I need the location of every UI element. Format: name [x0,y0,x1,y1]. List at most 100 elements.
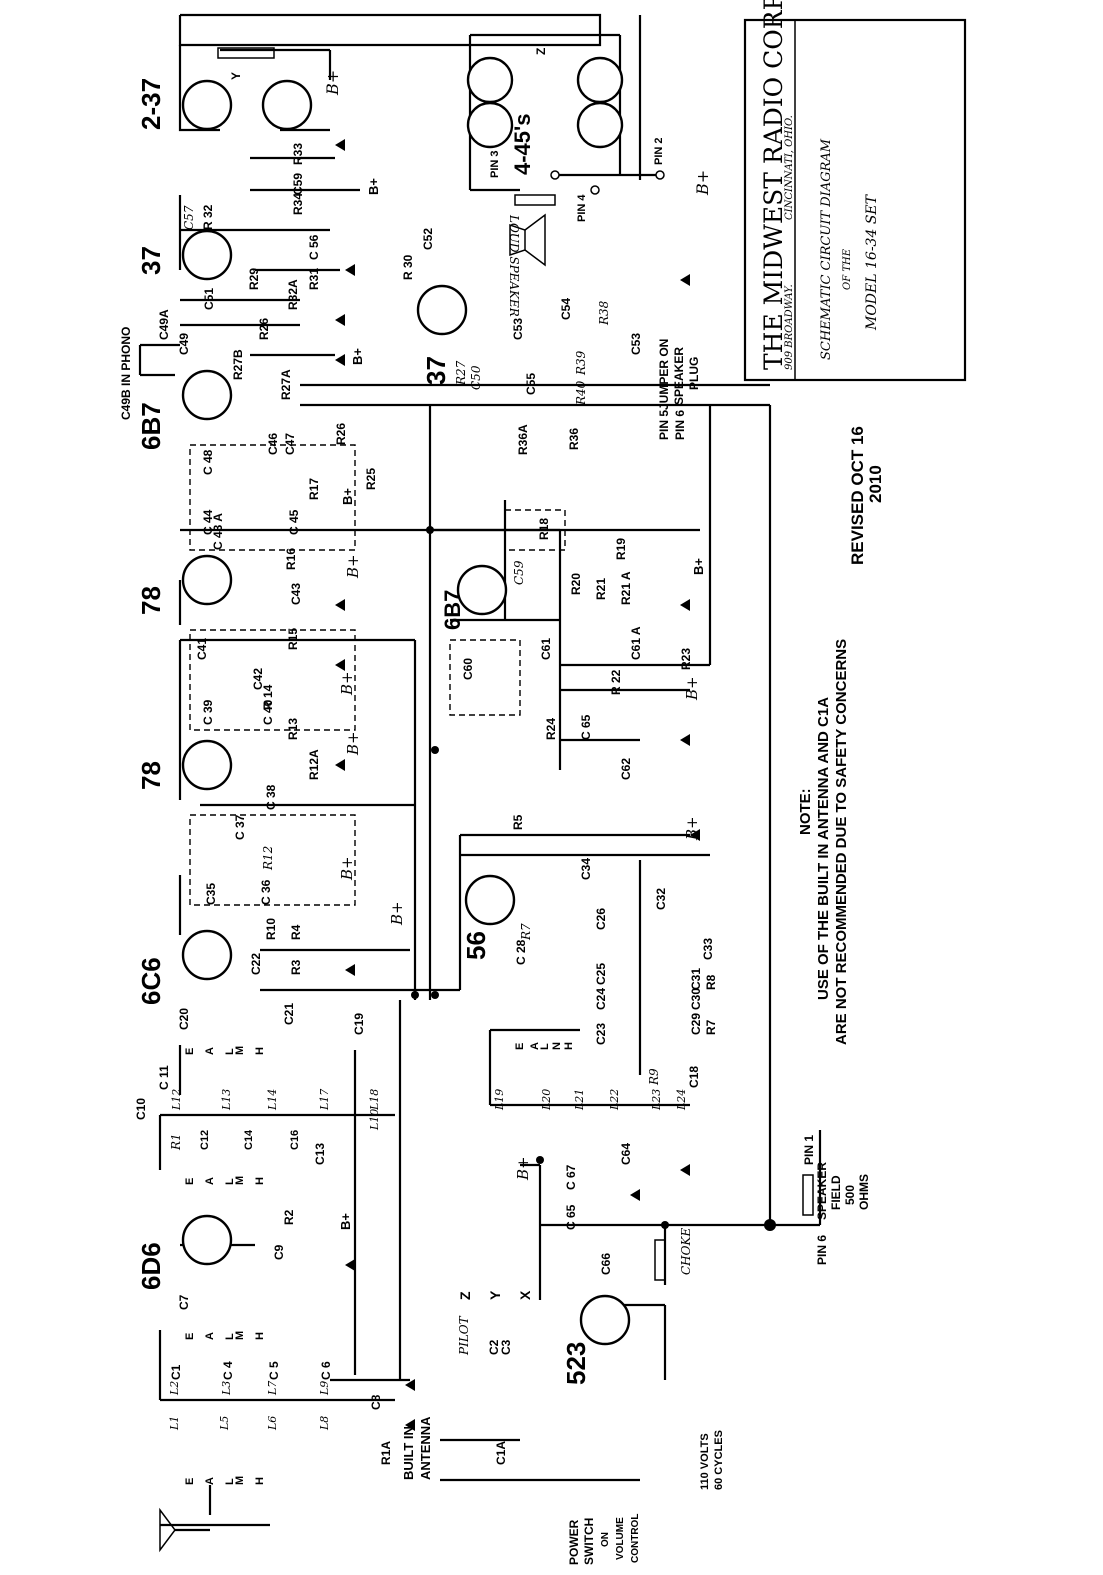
label-56: 56 [461,931,491,960]
label-2-37: 2-37 [136,78,166,130]
label-c59: C59 [291,173,305,195]
b-plus-12: B+ [691,558,706,575]
label-pin-6: PIN 6 [673,410,687,440]
switch-a-3: A [204,1332,216,1340]
output-transformer [217,47,275,59]
tube-45-b [576,56,624,104]
label-power-4: VOLUME [615,1517,626,1560]
misc-labels: C49B IN PHONO BUILT IN ANTENNA POWER SWI… [119,48,871,1565]
wiring [138,13,822,1527]
label-power-1: POWER [567,1519,581,1565]
label-c33: C33 [701,938,715,960]
note-head: NOTE: [797,788,814,835]
label-l5: L5 [218,1416,231,1431]
label-c60: C60 [461,658,475,680]
shield-cans [189,444,566,906]
label-c64: C64 [619,1143,633,1165]
label-c56: C 56 [307,234,321,260]
label-c10: C10 [134,1098,148,1120]
label-r26: R26 [334,423,348,445]
label-c65b: C 65 [564,1204,578,1230]
label-c2: C2 [487,1339,501,1355]
label-c57: C57 [182,205,196,230]
b-plus-7: B+ [338,671,356,696]
label-r36: R36 [567,428,581,450]
label-c61: C61 [539,638,553,660]
label-l1: L1 [168,1416,181,1431]
label-c3: C3 [499,1339,513,1355]
label-r13: R13 [286,718,300,740]
b-plus-11: B+ [338,1213,353,1230]
label-power-3: ON [600,1532,611,1547]
tube-56-oscillator [464,874,516,926]
title-block: THE MIDWEST RADIO CORP. 909 BROADWAY. CI… [743,0,967,382]
switch-l-2: L [224,1178,236,1185]
label-c54: C54 [559,298,573,320]
band-switch-letters: E A L M H E A L M H E A L M H E A L M H … [184,1042,575,1485]
label-r7b: R7 [704,1019,718,1035]
label-choke: CHOKE [679,1228,693,1275]
label-c53: C53 [511,318,525,340]
label-power-2: SWITCH [582,1518,596,1565]
label-r40: R40 [574,380,588,406]
tube-2-37-a [181,79,233,131]
label-jumper-2: SPEAKER [672,347,686,405]
b-plus-4: B+ [350,348,365,365]
title-line-3: MODEL 16-34 SET [864,193,880,331]
label-c14: C14 [243,1129,255,1150]
switch-l-5: L [539,1043,551,1050]
label-r27a: R27A [279,369,293,400]
switch-e-4: E [184,1478,196,1485]
speaker-transformer [514,194,556,206]
label-l17: L17 [318,1089,331,1111]
label-r24: R24 [544,718,558,740]
label-r27: R27 [454,360,468,386]
revision-line-1: REVISED OCT 16 [848,426,867,565]
company-address: 909 BROADWAY. [784,284,795,370]
label-speaker-field-4: OHMS [857,1174,871,1210]
label-r12a: R12A [307,749,321,780]
label-c43: C43 [289,583,303,605]
junction-dot-6 [411,991,419,999]
label-c12: C12 [199,1130,211,1150]
label-r39: R39 [574,350,588,376]
label-r31: R31 [307,268,321,290]
label-r2: R2 [282,1209,296,1225]
label-4-45s: 4-45's [510,114,535,176]
switch-e-3: E [184,1333,196,1340]
label-l18: L18 [368,1089,381,1111]
label-c29: C29 [689,1013,703,1035]
b-plus-14: B+ [683,816,701,841]
label-c25: C25 [594,963,608,985]
label-c9: C9 [272,1244,286,1260]
pin-4-terminal [590,185,600,195]
label-pin-4: PIN 4 [576,194,588,222]
tube-45-a [466,56,514,104]
label-r15: R15 [286,628,300,650]
label-pin-3: PIN 3 [489,150,501,178]
tube-45-d [576,101,624,149]
label-c43a: C 43 A [211,513,225,550]
label-c67: C 67 [564,1164,578,1190]
label-c30: C30 [689,988,703,1010]
label-l14: L14 [266,1089,279,1111]
label-l22: L22 [608,1089,621,1111]
label-r26b: R26 [257,318,271,340]
label-c34: C34 [579,858,593,880]
b-plus-5: B+ [340,488,355,505]
label-built-in-1: BUILT IN [401,1426,416,1480]
switch-a-5: A [529,1042,541,1050]
label-r1a: R1A [379,1441,393,1465]
label-c6: C 6 [319,1361,333,1380]
label-c55: C55 [524,373,538,395]
tube-6b7-detector [181,369,233,421]
revision-line-2: 2010 [866,465,885,503]
label-c1a: C1A [494,1441,508,1465]
label-r14: R 14 [261,684,275,710]
label-c40: C 40 [261,699,275,725]
label-speaker-field-2: FIELD [829,1175,843,1210]
label-c62: C62 [619,758,633,780]
label-c49: C49 [177,333,191,355]
tube-523-rectifier [579,1294,631,1346]
